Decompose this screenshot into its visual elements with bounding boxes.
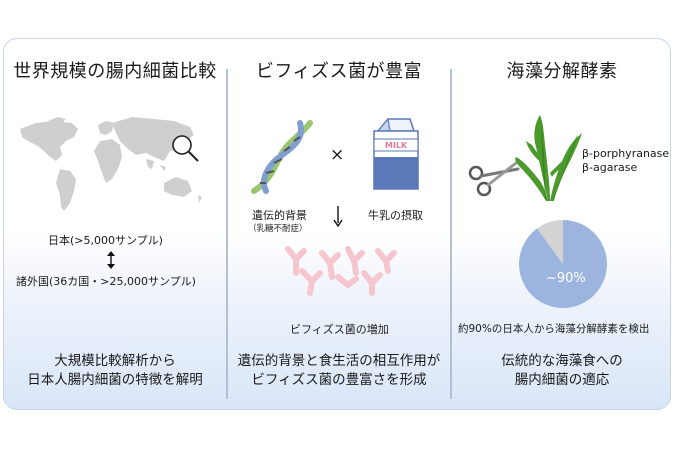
world-map-icon [20,117,202,211]
detection-pie-chart [519,220,607,308]
pie-slice-not-detected [537,220,563,264]
genetic-background-label: 遺伝的背景 [252,209,307,222]
magnifier-icon [172,135,199,162]
pie-percentage-label: ~90% [546,271,586,286]
panel2-summary-line2: ビフィズス菌の豊富さを形成 [251,372,427,388]
panel-global-comparison: 世界規模の腸内細菌比較 日本(>5,000サンプル) [4,39,226,409]
down-arrow-icon [333,206,343,228]
panel1-summary-line1: 大規模比較解析から [54,353,176,369]
enzyme-agarase-label: β-agarase [582,161,638,174]
panel3-summary-line2: 腸内細菌の適応 [514,372,610,388]
bifidobacteria-increase-label: ビフィズス菌の増加 [290,323,389,336]
panel-bifidobacteria: ビフィズス菌が豊富 × MILK 遺伝的背景 （乳糖不耐症） [228,39,450,409]
enzyme-porphyranase-label: β-porphyranase [582,147,670,160]
seaweed-icon [515,115,582,201]
scissors-icon [468,161,520,197]
enzyme-detection-caption: 約90%の日本人から海藻分解酵素を検出 [458,323,650,335]
milk-carton-icon: MILK [373,117,419,190]
divider-left [226,69,228,399]
infographic-card: 世界規模の腸内細菌比較 日本(>5,000サンプル) [3,38,671,410]
double-arrow-icon [107,251,115,269]
bifidobacteria-icon [285,246,397,296]
lactose-intolerance-label: （乳糖不耐症） [248,224,308,234]
panel1-summary-line2: 日本人腸内細菌の特徴を解明 [27,372,203,388]
divider-right [450,69,452,399]
milk-intake-label: 牛乳の摂取 [368,209,423,222]
panel2-summary-line1: 遺伝的背景と食生活の相互作用が [237,353,441,369]
panel2-title: ビフィズス菌が豊富 [255,61,423,82]
panel3-summary: 伝統的な海藻食への 腸内細菌の適応 [452,352,670,390]
milk-carton-text: MILK [385,141,408,150]
panel3-summary-line1: 伝統的な海藻食への [501,353,623,369]
panel3-title: 海藻分解酵素 [506,61,618,82]
panel2-summary: 遺伝的背景と食生活の相互作用が ビフィズス菌の豊富さを形成 [228,352,450,390]
dna-icon [251,120,313,194]
panel1-summary: 大規模比較解析から 日本人腸内細菌の特徴を解明 [4,352,226,390]
panel-seaweed-enzyme: 海藻分解酵素 β-porphyranase β-agarase ~90% [452,39,670,409]
japan-sample-label: 日本(>5,000サンプル) [48,234,163,247]
panel1-title: 世界規模の腸内細菌比較 [13,61,217,82]
times-symbol: × [330,145,345,165]
foreign-sample-label: 諸外国(36カ国・>25,000サンプル) [16,275,196,288]
